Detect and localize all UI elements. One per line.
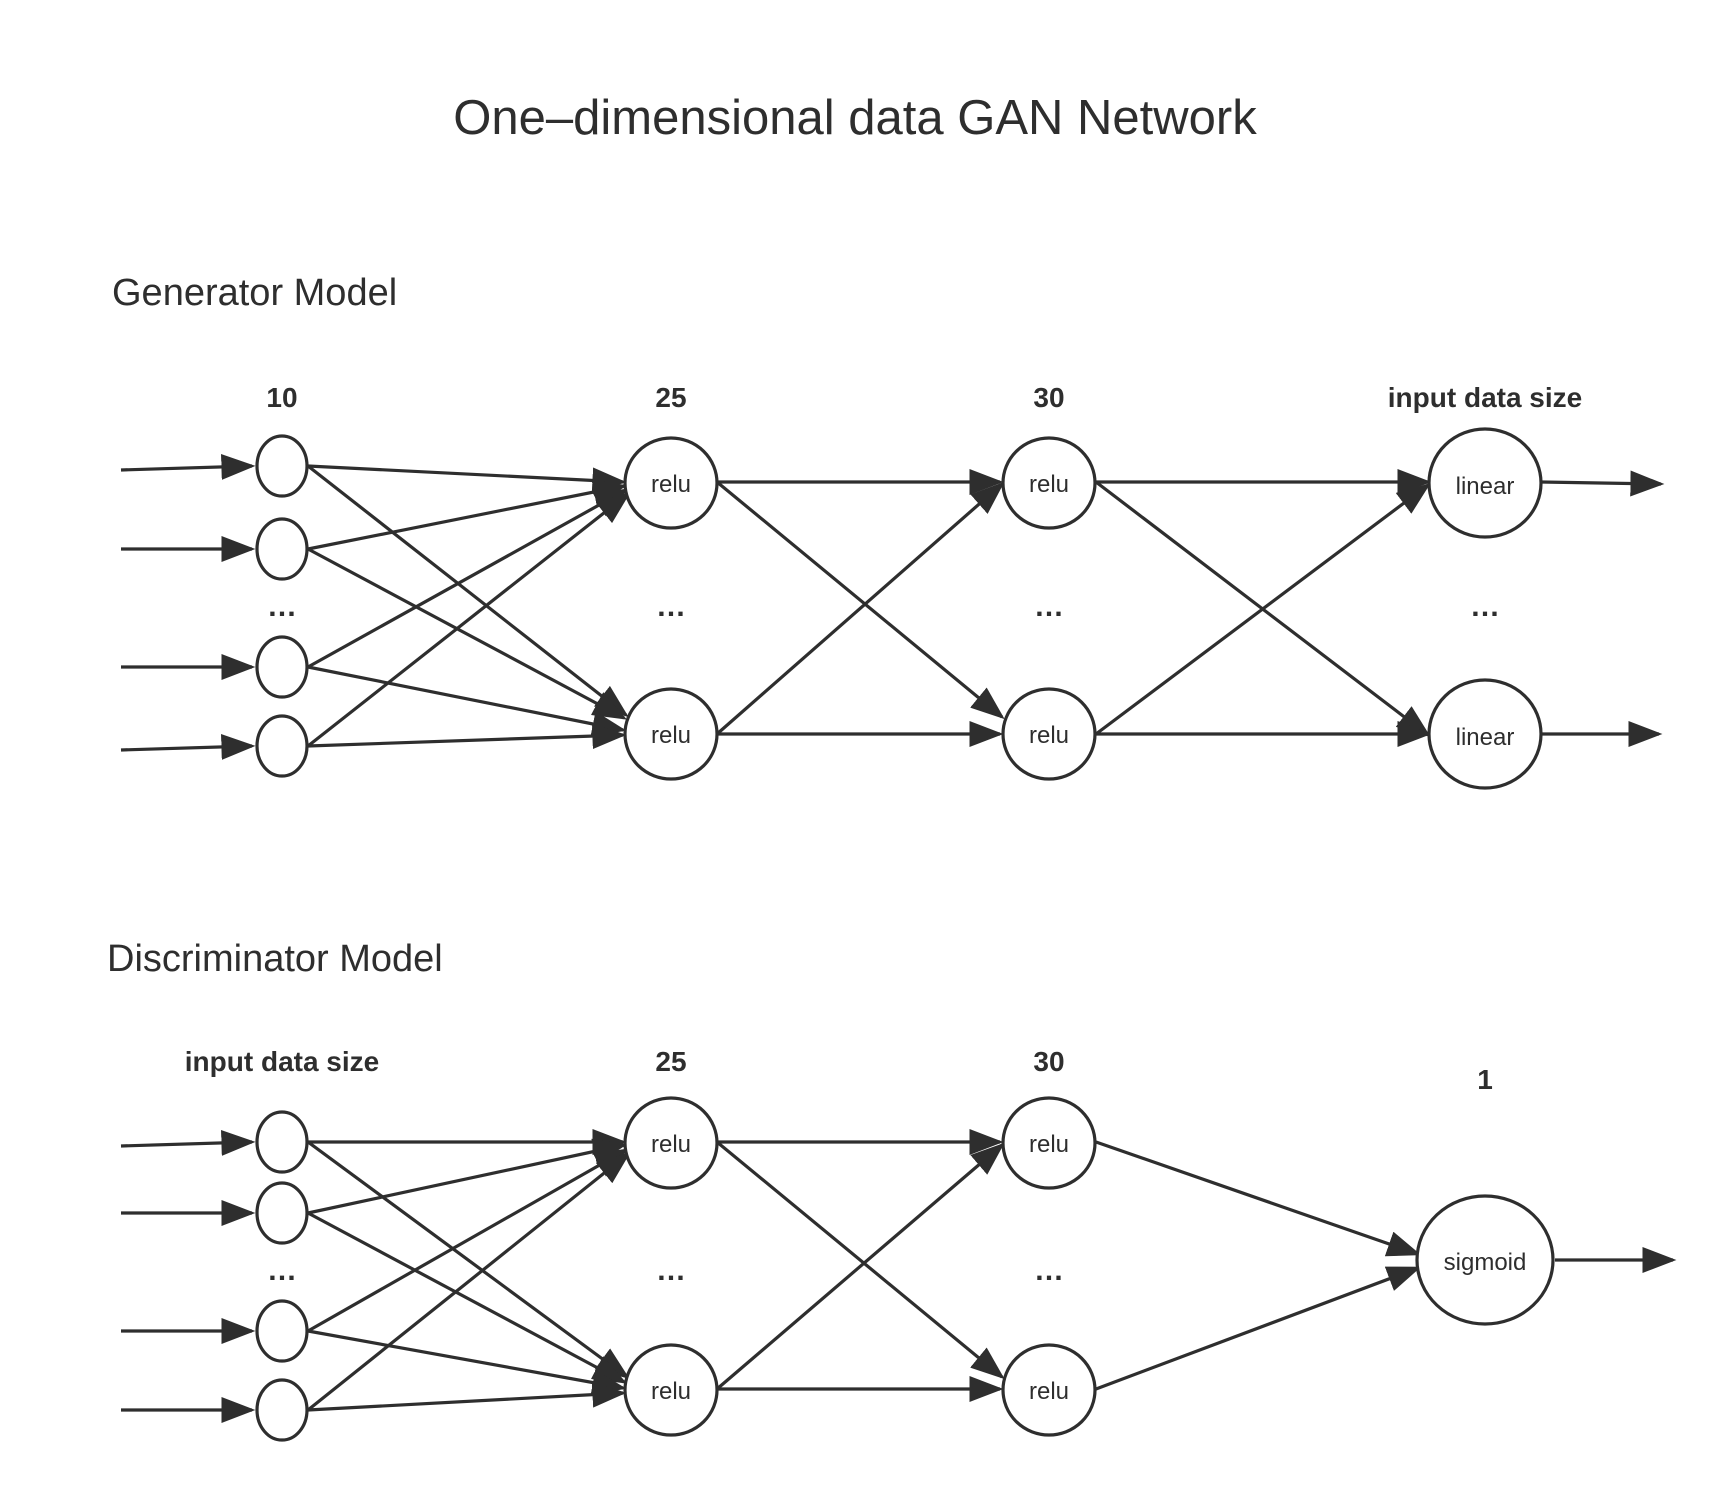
discriminator-heading: Discriminator Model xyxy=(107,938,443,980)
disc-edge xyxy=(715,1140,1005,1380)
gen-layer-4-ellipsis: … xyxy=(1470,590,1500,623)
gen-edge xyxy=(307,464,627,494)
generator-model: Generator Model 10 25 30 input data size xyxy=(112,272,1665,790)
gen-edges-2-3 xyxy=(715,469,1005,747)
gen-relu-node-label: relu xyxy=(651,722,691,749)
disc-sigmoid-node-label: sigmoid xyxy=(1444,1249,1527,1276)
gen-edge xyxy=(307,665,627,737)
gen-input-arrows xyxy=(120,453,256,760)
gen-relu-node-label: relu xyxy=(1029,471,1069,498)
gen-input-arrow xyxy=(120,453,256,480)
gen-relu-node xyxy=(623,687,719,781)
gen-layer-1-size: 10 xyxy=(266,382,297,413)
gen-linear-node xyxy=(1427,678,1543,790)
disc-layer-3-ellipsis: … xyxy=(1034,1254,1064,1287)
disc-input-node xyxy=(255,1299,309,1363)
gen-edge xyxy=(307,723,627,750)
gen-relu-node-label: relu xyxy=(651,471,691,498)
disc-edge xyxy=(307,1138,628,1215)
disc-edge xyxy=(1095,1266,1422,1391)
gen-linear-node xyxy=(1427,427,1543,539)
disc-input-node xyxy=(255,1110,309,1174)
disc-relu-node xyxy=(1001,1096,1097,1190)
disc-input-arrows xyxy=(120,1129,256,1423)
gen-output-arrow xyxy=(1540,470,1665,497)
generator-heading: Generator Model xyxy=(112,272,397,314)
disc-layer-3-size: 30 xyxy=(1033,1046,1064,1077)
gen-layer-2-ellipsis: … xyxy=(656,590,686,623)
gen-layer-3-ellipsis: … xyxy=(1034,590,1064,623)
disc-edge xyxy=(1095,1140,1422,1257)
gen-edge xyxy=(307,488,629,669)
discriminator-model: Discriminator Model input data size 25 3… xyxy=(107,938,1677,1442)
gen-input-node xyxy=(255,517,309,581)
gen-edge xyxy=(307,464,629,718)
disc-edges-1-2 xyxy=(307,1129,631,1412)
gen-layer-3-size: 30 xyxy=(1033,382,1064,413)
disc-relu-node xyxy=(1001,1343,1097,1437)
gen-relu-node xyxy=(1001,436,1097,530)
gen-input-node xyxy=(255,434,309,498)
disc-edge xyxy=(307,1381,627,1412)
disc-edge xyxy=(307,1140,630,1380)
gen-layer-2-size: 25 xyxy=(655,382,686,413)
disc-relu-node xyxy=(623,1096,719,1190)
disc-edge xyxy=(715,1142,1005,1391)
disc-edge xyxy=(307,1211,627,1384)
disc-relu-node xyxy=(623,1343,719,1437)
disc-relu-node-label: relu xyxy=(651,1131,691,1158)
disc-input-arrow xyxy=(120,1129,256,1156)
disc-edges-2-3 xyxy=(715,1129,1005,1402)
disc-layer-2-ellipsis: … xyxy=(656,1254,686,1287)
gen-edges-1-2 xyxy=(307,464,631,750)
disc-edge xyxy=(307,1329,627,1396)
gen-edge xyxy=(715,481,1005,736)
gen-edge xyxy=(307,479,628,551)
disc-edge xyxy=(307,1148,629,1333)
disc-relu-node-label: relu xyxy=(1029,1378,1069,1405)
gen-edge xyxy=(715,480,1005,720)
gen-input-arrow xyxy=(120,733,256,760)
gen-input-node xyxy=(255,635,309,699)
disc-relu-node-label: relu xyxy=(1029,1131,1069,1158)
gen-edge xyxy=(307,547,627,720)
gen-edge xyxy=(1095,482,1431,736)
gen-relu-node xyxy=(623,436,719,530)
gen-layer-4-size: input data size xyxy=(1388,382,1582,413)
disc-edge xyxy=(307,1151,631,1412)
disc-sigmoid-node xyxy=(1415,1194,1555,1326)
disc-input-node xyxy=(255,1181,309,1245)
disc-layer-2-size: 25 xyxy=(655,1046,686,1077)
gen-linear-node-label: linear xyxy=(1456,473,1515,500)
gen-layer-1-ellipsis: … xyxy=(267,590,297,623)
gen-edges-3-4 xyxy=(1095,469,1432,747)
disc-input-node xyxy=(255,1378,309,1442)
disc-layer-1-ellipsis: … xyxy=(267,1254,297,1287)
diagram-title: One–dimensional data GAN Network xyxy=(453,91,1257,145)
gen-relu-node-label: relu xyxy=(1029,722,1069,749)
gen-linear-node-label: linear xyxy=(1456,724,1515,751)
gen-input-node xyxy=(255,714,309,778)
disc-edges-3-4 xyxy=(1095,1140,1422,1391)
disc-relu-node-label: relu xyxy=(651,1378,691,1405)
gen-edge xyxy=(307,491,631,748)
disc-layer-1-size: input data size xyxy=(185,1046,379,1077)
disc-layer-4-size: 1 xyxy=(1477,1064,1493,1095)
gen-output-arrows xyxy=(1540,470,1665,747)
gen-relu-node xyxy=(1001,687,1097,781)
